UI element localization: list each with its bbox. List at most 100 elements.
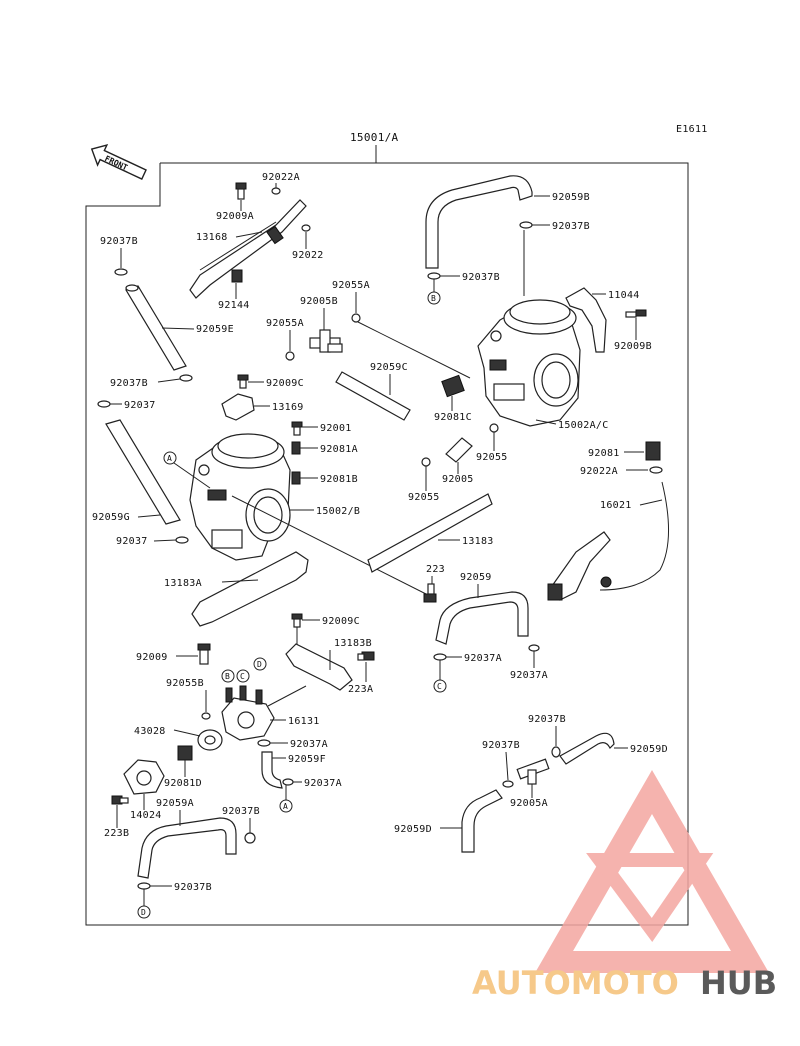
- callout-11044: 11044: [608, 290, 640, 301]
- screw-92009b: [625, 309, 647, 318]
- callout-92009c-1: 92009C: [266, 378, 304, 389]
- clip-92037b-3: [519, 221, 533, 229]
- spring-92081c: [441, 374, 465, 398]
- callout-92037-1: 92037: [124, 400, 156, 411]
- oring-92055-1: [489, 423, 499, 433]
- callout-92037b-5: 92037B: [222, 806, 260, 817]
- callout-92081c: 92081C: [434, 412, 472, 423]
- housing-16131: [221, 685, 275, 741]
- screw-92009c-2: [291, 613, 303, 628]
- watermark-brand-part2: HUB: [700, 964, 777, 1002]
- callout-92059d-1: 92059D: [630, 744, 668, 755]
- clip-92037b-8: [551, 746, 561, 758]
- callout-92037a-3: 92037A: [290, 739, 328, 750]
- cable-16021: [547, 481, 669, 601]
- spring-92081d: [177, 745, 193, 761]
- callout-92059c: 92059C: [370, 362, 408, 373]
- bracket-13183b: [285, 643, 353, 691]
- assembly-frame: [85, 162, 689, 926]
- callout-92081: 92081: [588, 448, 620, 459]
- washer-92022-a: [271, 187, 281, 195]
- callout-92055-1: 92055: [476, 452, 508, 463]
- callout-15002b: 15002/B: [316, 506, 360, 517]
- clip-92037b-2: [179, 374, 193, 382]
- callout-13183a: 13183A: [164, 578, 202, 589]
- ref-marker-b-1-label: B: [431, 294, 436, 303]
- spring-92144: [231, 269, 243, 283]
- watermark-brand-part1: AUTOMOTO: [472, 964, 679, 1002]
- callout-92037b-3: 92037B: [552, 221, 590, 232]
- guide-line-2: [357, 321, 471, 379]
- clip-92037b-1: [114, 268, 128, 276]
- ref-marker-a-2-label: A: [283, 802, 288, 811]
- callout-92037b-4: 92037B: [462, 272, 500, 283]
- joint-92005a: [516, 758, 550, 785]
- tube-92059g: [105, 419, 181, 525]
- callout-92059: 92059: [460, 572, 492, 583]
- oring-92055-2: [421, 457, 431, 467]
- callout-15002ac: 15002A/C: [558, 420, 609, 431]
- bar-13183: [367, 493, 493, 573]
- callout-92037a-2: 92037A: [510, 670, 548, 681]
- callout-92037b-7: 92037B: [482, 740, 520, 751]
- ref-marker-d-2-label: D: [141, 908, 146, 917]
- callout-92005b: 92005B: [300, 296, 338, 307]
- callout-92005a: 92005A: [510, 798, 548, 809]
- screw-92009: [197, 643, 211, 665]
- callout-92144: 92144: [218, 300, 250, 311]
- hose-92059a: [137, 817, 237, 879]
- ref-marker-b-2-label: B: [225, 672, 230, 681]
- callout-92059e: 92059E: [196, 324, 234, 335]
- callout-92059b: 92059B: [552, 192, 590, 203]
- screw-223a: [357, 651, 375, 661]
- callout-92059d-2: 92059D: [394, 824, 432, 835]
- callout-92059g: 92059G: [92, 512, 130, 523]
- callout-92081b: 92081B: [320, 474, 358, 485]
- callout-92009c-2: 92009C: [322, 616, 360, 627]
- callout-92005: 92005: [442, 474, 474, 485]
- washer-92022a: [649, 466, 663, 474]
- callout-13168: 13168: [196, 232, 228, 243]
- ref-marker-c-2-label: C: [437, 682, 442, 691]
- callout-92022-a: 92022A: [262, 172, 300, 183]
- screw-223: [423, 583, 437, 603]
- callout-92055-2: 92055: [408, 492, 440, 503]
- callout-92037a-4: 92037A: [304, 778, 342, 789]
- bracket-13183a: [191, 551, 309, 627]
- screw-92009c-1: [237, 374, 249, 389]
- callout-92037b-1: 92037B: [100, 236, 138, 247]
- callout-16131: 16131: [288, 716, 320, 727]
- callout-223b: 223B: [104, 828, 129, 839]
- ref-marker-a-1: [163, 451, 177, 465]
- hose-92059d-2: [461, 789, 503, 853]
- screw-92009a: [235, 182, 247, 200]
- hose-92059d-1: [559, 732, 615, 765]
- joint-92005b: [309, 329, 343, 353]
- callout-92055a-2: 92055A: [266, 318, 304, 329]
- watermark-triangle-icon: [534, 769, 770, 973]
- hose-92059: [435, 591, 529, 645]
- clip-92037a-3: [257, 739, 271, 747]
- callout-43028: 43028: [134, 726, 166, 737]
- callout-92009b: 92009B: [614, 341, 652, 352]
- callout-13183b: 13183B: [334, 638, 372, 649]
- oring-92055a-1: [351, 313, 361, 323]
- callout-223: 223: [426, 564, 445, 575]
- watermark-logo: [534, 769, 770, 973]
- ref-marker-c-1: [236, 669, 250, 683]
- cover-14024: [123, 759, 165, 795]
- callout-14024: 14024: [130, 810, 162, 821]
- clip-92037-2: [175, 536, 189, 544]
- callout-92001: 92001: [320, 423, 352, 434]
- oring-92055b: [201, 712, 211, 720]
- bracket-13169: [221, 393, 255, 421]
- tube-92059b: [425, 175, 533, 269]
- callout-16021: 16021: [600, 500, 632, 511]
- spring-92081b: [291, 471, 301, 485]
- ref-marker-a-1-label: A: [167, 454, 172, 463]
- callout-92009a: 92009A: [216, 211, 254, 222]
- carburetor-15002ac: [477, 299, 581, 427]
- callout-92081a: 92081A: [320, 444, 358, 455]
- spring-92081: [645, 441, 661, 461]
